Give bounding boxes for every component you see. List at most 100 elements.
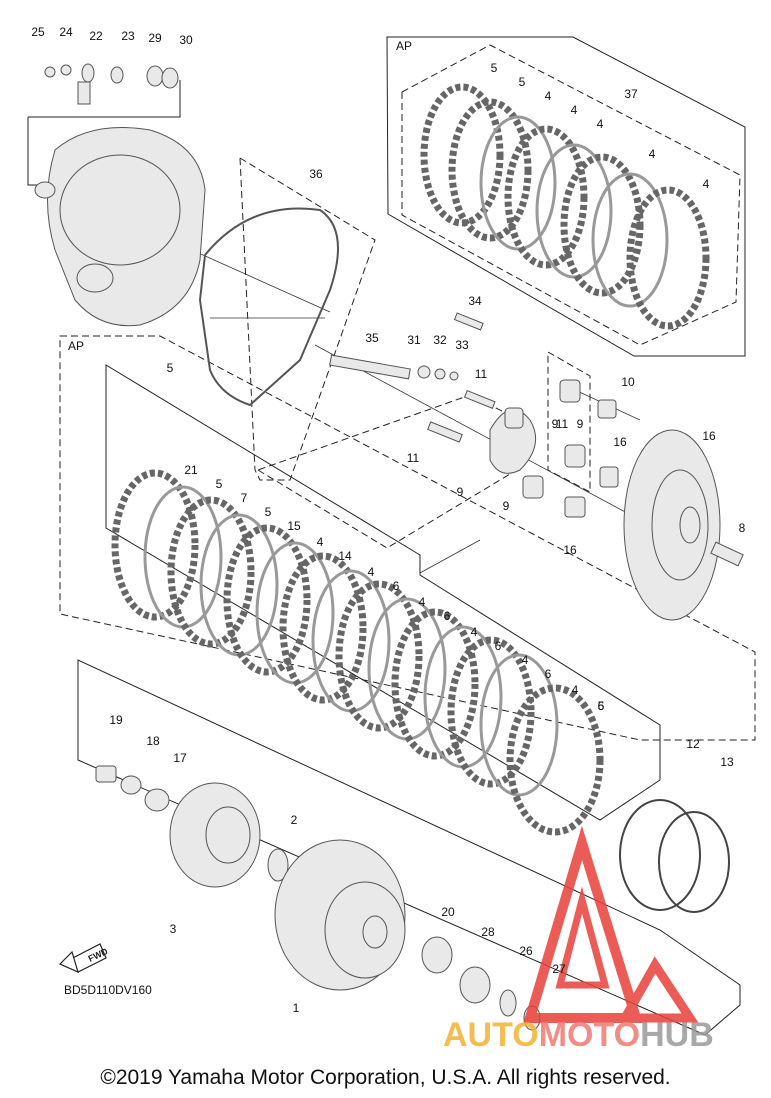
- callout: 6: [393, 579, 400, 593]
- callout: 20: [441, 905, 455, 919]
- svg-text:AUTOMOTOHUB: AUTOMOTOHUB: [443, 1016, 714, 1054]
- callout: 33: [455, 338, 469, 352]
- callout: 8: [739, 521, 746, 535]
- fwd-arrow: FWD: [58, 943, 110, 974]
- washer-26: [499, 989, 517, 1017]
- ring-13: [658, 811, 730, 913]
- circlip-34: [449, 371, 459, 381]
- callout: 16: [702, 429, 716, 443]
- diagram-code: BD5D110DV160: [64, 983, 152, 997]
- callout: 4: [572, 683, 579, 697]
- callout: 14: [338, 549, 352, 563]
- gasket-box: [239, 157, 376, 481]
- bearing-30: [161, 67, 179, 89]
- lever-arm-22: [77, 81, 91, 105]
- ring-12: [619, 799, 701, 911]
- callout: 10: [621, 375, 635, 389]
- callout: 13: [720, 755, 734, 769]
- bearing-20: [421, 936, 453, 974]
- lever-22: [81, 63, 95, 83]
- clutch-boss-8: [623, 429, 721, 621]
- watermark-auto: AUTO: [443, 1016, 539, 1054]
- lower-plate-stack: [111, 469, 604, 836]
- callout: 30: [179, 33, 193, 47]
- callout: 25: [31, 25, 45, 39]
- callout: 22: [89, 29, 103, 43]
- callout: 6: [495, 639, 502, 653]
- callout: 4: [597, 117, 604, 131]
- callout: 5: [491, 61, 498, 75]
- callout: 34: [468, 294, 482, 308]
- callout: 4: [649, 147, 656, 161]
- callout: 29: [148, 31, 162, 45]
- callout: 28: [481, 925, 495, 939]
- callout: 4: [317, 535, 324, 549]
- hub-parts: [95, 765, 541, 1031]
- callout: 9: [552, 417, 559, 431]
- copyright-text: ©2019 Yamaha Motor Corporation, U.S.A. A…: [100, 1066, 671, 1089]
- callout: 5: [216, 477, 223, 491]
- callout: 23: [121, 29, 135, 43]
- callout: 11: [556, 417, 569, 431]
- callout: 31: [407, 333, 421, 347]
- callout: 21: [184, 463, 198, 477]
- callout: 3: [170, 922, 177, 936]
- dampers-16: [564, 399, 619, 518]
- callout: 6: [598, 699, 605, 713]
- seal-29: [146, 65, 164, 87]
- callout: 12: [686, 737, 700, 751]
- springs-9: [504, 379, 586, 499]
- callout: 11: [475, 367, 488, 381]
- ap-label-lower: AP: [68, 339, 84, 353]
- callout: 4: [471, 625, 478, 639]
- ap-box-lower: [59, 335, 756, 741]
- washer-24: [60, 64, 72, 76]
- cover-link-lines: [27, 117, 42, 186]
- callout: 36: [309, 167, 323, 181]
- small-parts-top: [44, 63, 179, 105]
- nut-19: [95, 765, 117, 783]
- washer-17: [144, 788, 170, 812]
- pushrod-leader: [314, 344, 641, 521]
- spacer-28: [459, 966, 491, 1004]
- callout: 11: [407, 451, 420, 465]
- callout: 37: [624, 87, 638, 101]
- watermark-moto: MOTO: [539, 1016, 640, 1054]
- pressure-leader: [419, 539, 481, 574]
- upper-plate-set: [420, 83, 710, 330]
- callout: 18: [146, 734, 160, 748]
- callout: 7: [241, 491, 248, 505]
- callout: 6: [545, 667, 552, 681]
- callout: 5: [167, 361, 174, 375]
- callout: 2: [291, 813, 298, 827]
- plate-set-box-upper: [401, 44, 741, 346]
- pushrod-31: [329, 354, 411, 380]
- nut-32: [417, 365, 431, 379]
- callout: 24: [59, 25, 73, 39]
- callout-labels: 25 24 22 23 29 30 36 37 5 5 4 4 4 4 4 5 …: [31, 25, 745, 1015]
- callout: 17: [173, 751, 187, 765]
- cover-gasket: [198, 207, 339, 407]
- callout: 27: [552, 962, 566, 976]
- callout: 19: [109, 713, 123, 727]
- callout: 4: [571, 103, 578, 117]
- thrust-washer-2: [267, 848, 289, 882]
- callout: 5: [265, 505, 272, 519]
- plate-stack-box: [105, 364, 661, 821]
- callout: 35: [365, 331, 379, 345]
- pushrod-assembly: [329, 354, 459, 381]
- pressure-box: [256, 394, 521, 549]
- watermark-hub: HUB: [640, 1016, 714, 1054]
- callout: 9: [577, 417, 584, 431]
- circlip-25: [44, 66, 56, 78]
- clutch-cover: [34, 127, 206, 327]
- callout: 1: [293, 1001, 300, 1015]
- callout: 4: [522, 653, 529, 667]
- ap-box-upper: [386, 36, 746, 357]
- callout: 4: [703, 177, 710, 191]
- callout: 4: [545, 89, 552, 103]
- callout: 4: [368, 565, 375, 579]
- washer-18: [120, 775, 142, 795]
- callout: 32: [433, 333, 447, 347]
